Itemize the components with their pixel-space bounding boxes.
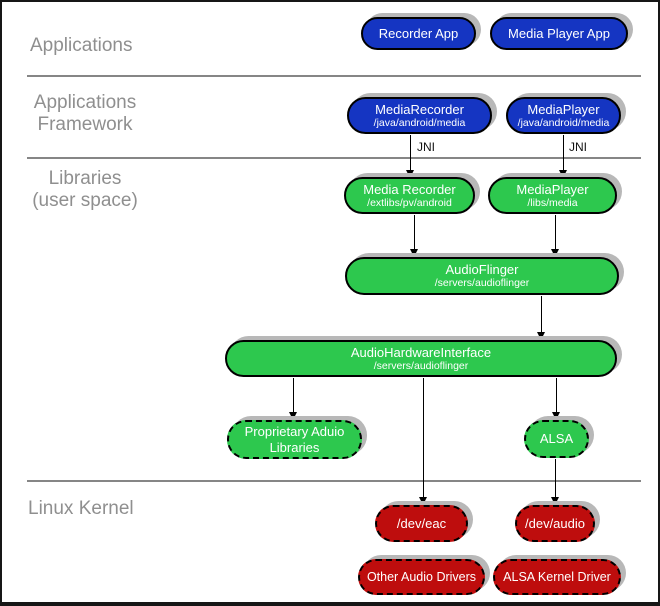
arrowhead-icon [406,170,414,178]
node-title: MediaPlayer [516,181,589,197]
arrowhead-icon [410,249,418,257]
node-title: MediaRecorder [375,101,464,117]
arrowhead-icon [552,412,560,420]
node-title: MediaPlayer [527,101,600,117]
arrowhead-icon [559,170,567,178]
arrow-ahi-to-dev-eac [419,378,427,505]
arrow-audioflinger-to-ahi [537,296,545,340]
node-other-audio-drivers: Other Audio Drivers [358,559,485,595]
arrow-alsa-to-dev-audio [551,459,559,505]
arrowhead-icon [537,332,545,340]
node-recorder-app: Recorder App [361,17,476,50]
node-subtitle: /java/android/media [373,116,466,129]
divider-applications-framework [27,75,641,77]
arrow-mediarecorder-to-audioflinger [410,215,418,257]
node-dev-eac: /dev/eac [375,505,468,542]
node-mediaplayer-framework: MediaPlayer /java/android/media [506,97,621,134]
arrow-ahi-to-proprietary [289,378,297,420]
arrow-mediarecorder-jni [406,135,414,178]
node-mediaplayer-lib: MediaPlayer /libs/media [488,177,617,214]
node-alsa: ALSA [524,420,589,458]
node-title: Media Recorder [363,181,456,197]
node-title: ALSA Kernel Driver [503,569,611,584]
section-label-libraries: Libraries (user space) [32,168,138,211]
arrow-mediaplayer-to-audioflinger [551,215,559,257]
arrow-ahi-to-alsa [552,378,560,420]
node-alsa-kernel-driver: ALSA Kernel Driver [493,559,621,595]
arrowhead-icon [551,249,559,257]
node-audiohardwareinterface: AudioHardwareInterface /servers/audiofli… [225,340,617,377]
node-subtitle: /servers/audioflinger [373,359,469,372]
node-media-player-app: Media Player App [490,17,628,50]
node-title: Proprietary Aduio Libraries [244,424,345,455]
node-title: Media Player App [508,25,610,41]
arrowhead-icon [419,497,427,505]
section-label-linux-kernel: Linux Kernel [28,498,134,519]
node-subtitle: /extlibs/pv/android [367,196,452,209]
section-label-applications: Applications [30,35,133,56]
node-subtitle: /libs/media [527,196,578,209]
node-subtitle: /java/android/media [517,116,610,129]
node-title: /dev/eac [396,515,447,531]
node-title: AudioFlinger [445,262,519,278]
section-label-applications-framework: Applications Framework [33,92,137,135]
node-title: AudioHardwareInterface [350,344,492,360]
divider-libraries-kernel [27,480,641,482]
node-audioflinger: AudioFlinger /servers/audioflinger [345,257,619,295]
arrow-mediaplayer-jni [559,135,567,178]
node-title: Recorder App [378,25,459,41]
node-title: ALSA [539,431,574,447]
node-media-recorder-lib: Media Recorder /extlibs/pv/android [344,177,475,214]
arrowhead-icon [551,497,559,505]
node-proprietary-audio-libraries: Proprietary Aduio Libraries [227,420,362,459]
node-mediarecorder-framework: MediaRecorder /java/android/media [347,97,492,134]
node-dev-audio: /dev/audio [515,505,595,542]
node-subtitle: /servers/audioflinger [434,277,530,290]
edge-label-jni-left: JNI [417,140,435,154]
edge-label-jni-right: JNI [569,140,587,154]
node-title: Other Audio Drivers [366,569,477,584]
divider-framework-libraries [27,157,641,159]
arrowhead-icon [289,412,297,420]
node-title: /dev/audio [525,515,585,531]
